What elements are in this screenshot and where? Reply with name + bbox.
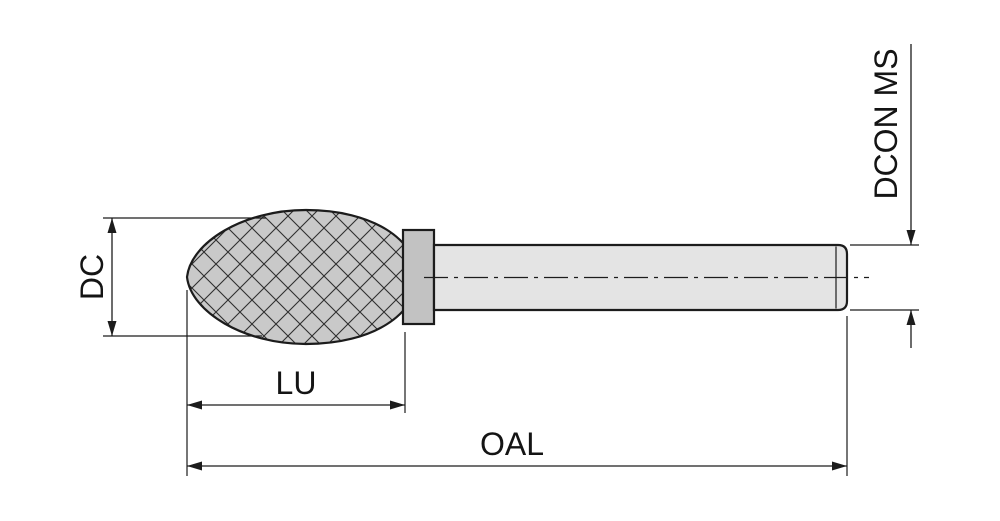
dc-label: DC: [74, 254, 110, 300]
dimension-dc: DC: [74, 217, 266, 337]
oal-arrow-right-icon: [832, 461, 847, 471]
dcon-arrow-up-icon: [906, 310, 916, 325]
dcon-arrow-down-icon: [906, 230, 916, 245]
oal-label: OAL: [480, 426, 544, 462]
dimension-oal: OAL: [186, 316, 848, 476]
dimension-dcon-ms: DCON MS: [850, 44, 919, 348]
dcon-ms-label: DCON MS: [868, 48, 904, 199]
dc-arrow-down-icon: [107, 321, 117, 336]
lu-label: LU: [276, 365, 317, 401]
burr-head-oval: [185, 208, 419, 346]
oal-arrow-left-icon: [187, 461, 202, 471]
dimension-lu: LU: [186, 290, 406, 413]
burr-body: [185, 208, 869, 346]
dc-arrow-up-icon: [107, 218, 117, 233]
lu-arrow-left-icon: [187, 400, 202, 410]
lu-arrow-right-icon: [390, 400, 405, 410]
